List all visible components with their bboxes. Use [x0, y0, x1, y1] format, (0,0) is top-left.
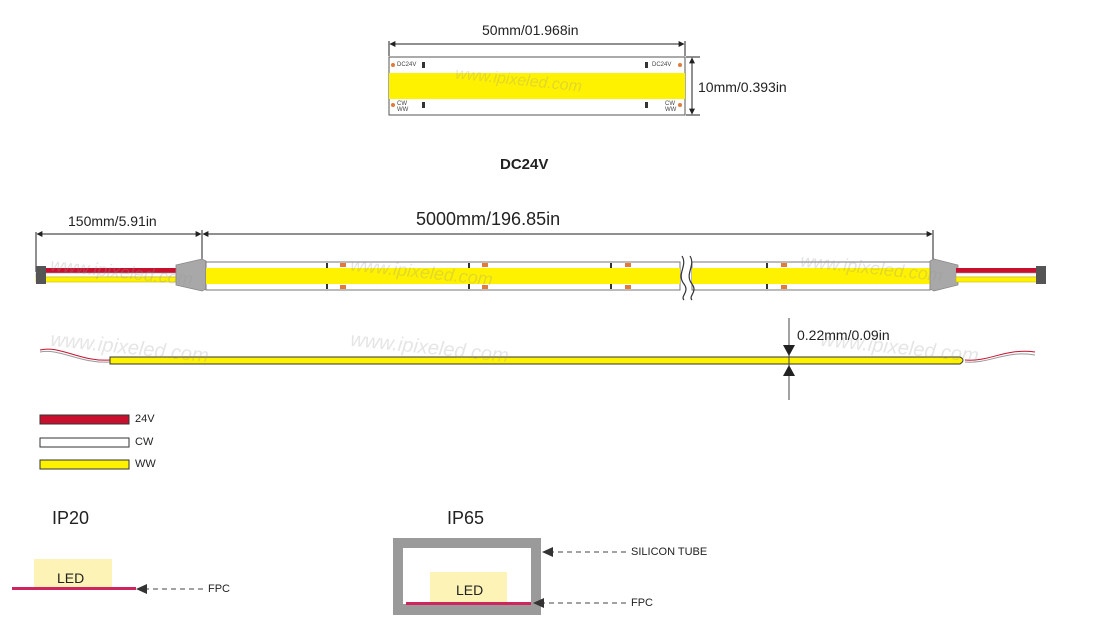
ip65-led-label: LED — [456, 582, 484, 598]
ip20-led-block — [34, 559, 112, 588]
wire-yellow-right — [955, 276, 1045, 283]
ip20-fpc-arrow — [136, 584, 147, 594]
break-symbol-left — [680, 255, 687, 301]
ip65-fpc-label: FPC — [631, 597, 653, 609]
module-height-label: 10mm/0.393in — [698, 79, 787, 95]
ip20-title: IP20 — [52, 508, 90, 528]
module-top-view — [388, 41, 700, 116]
ip20-led-label: LED — [57, 570, 85, 586]
ip65-tube-arrow — [542, 547, 553, 557]
ip65-led-block — [430, 572, 507, 602]
pad-icon — [678, 103, 682, 107]
ip20-fpc-line — [12, 587, 136, 590]
thickness-arrow-up — [783, 365, 795, 376]
strip-side-view — [39, 318, 1036, 400]
side-wire-right — [964, 350, 1036, 361]
total-length-label: 5000mm/196.85in — [416, 209, 561, 229]
wire-red-left — [36, 268, 178, 273]
ip65-fpc-line — [406, 602, 531, 605]
ip20-cross-section — [12, 559, 203, 594]
wire-red-right — [956, 268, 1044, 273]
legend-swatch-cw — [39, 437, 130, 448]
voltage-label: DC24V — [500, 156, 549, 173]
module-width-label: 50mm/01.968in — [482, 22, 579, 38]
module-cob-led — [389, 73, 685, 99]
resistor-icon — [422, 62, 425, 68]
strip-full-view — [35, 230, 1046, 301]
wire-tip-right — [1036, 266, 1046, 284]
pad-label: WW — [397, 107, 409, 113]
strip-cob-right — [692, 268, 930, 284]
break-symbol-right — [688, 255, 695, 301]
ip65-cross-section — [393, 538, 626, 615]
strip-cob-left — [206, 268, 680, 284]
resistor-icon — [645, 62, 648, 68]
side-wire-left-2 — [39, 350, 111, 363]
resistor-icon — [422, 102, 425, 108]
wire-tip-left — [36, 266, 46, 284]
ip65-title: IP65 — [447, 508, 485, 528]
resistor-icon — [645, 102, 648, 108]
lead-length-label: 150mm/5.91in — [68, 213, 157, 229]
pad-icon — [391, 103, 395, 107]
pad-label: WW — [665, 107, 677, 113]
ip20-fpc-label: FPC — [208, 583, 230, 595]
ip65-tube-label: SILICON TUBE — [631, 546, 708, 558]
pad-icon — [678, 63, 682, 67]
end-cap-right — [929, 258, 959, 292]
side-strip-body — [109, 356, 964, 365]
cut-marks — [326, 263, 787, 289]
legend-label-24v: 24V — [135, 413, 155, 425]
pad-label: DC24V — [652, 62, 672, 68]
side-wire-left — [39, 348, 111, 361]
wire-legend — [39, 414, 130, 470]
side-wire-right-2 — [964, 353, 1036, 363]
ip65-silicon-tube — [393, 538, 541, 615]
legend-label-ww: WW — [135, 458, 156, 470]
thickness-arrow-down — [783, 345, 795, 356]
legend-swatch-24v — [39, 414, 130, 425]
pad-label: DC24V — [397, 62, 417, 68]
ip65-fpc-arrow — [533, 598, 544, 608]
legend-label-cw: CW — [135, 436, 154, 448]
pad-label: CW — [665, 101, 675, 107]
thickness-label: 0.22mm/0.09in — [797, 327, 890, 343]
pad-icon — [391, 63, 395, 67]
pad-label: CW — [397, 101, 407, 107]
legend-swatch-ww — [39, 459, 130, 470]
wire-white-right — [955, 272, 1045, 278]
